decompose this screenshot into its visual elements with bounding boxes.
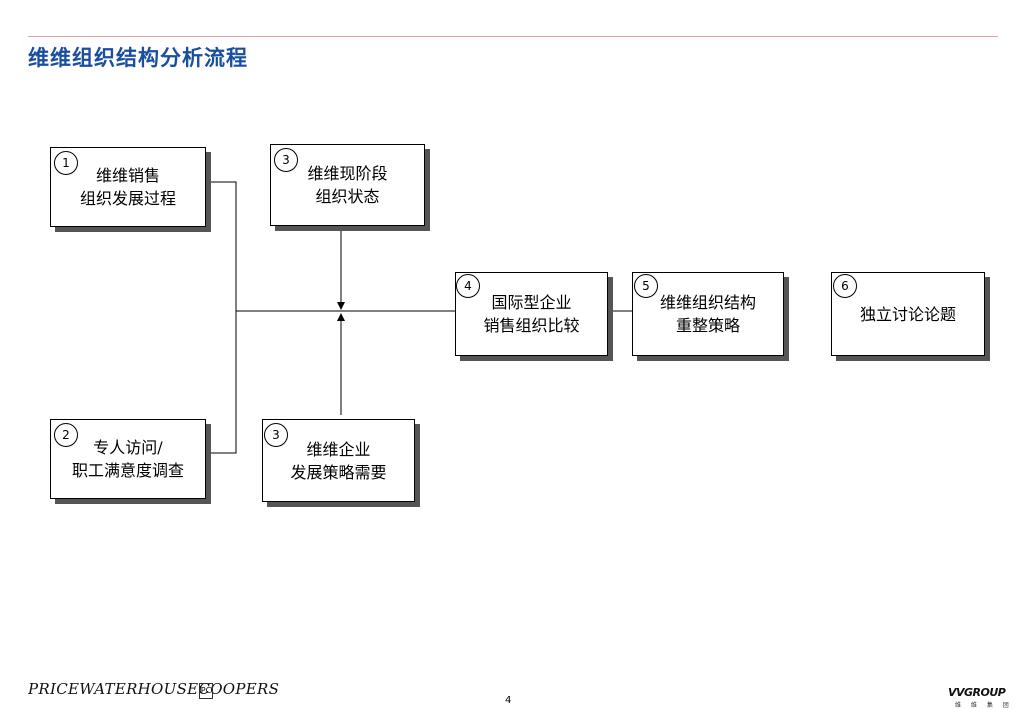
pwc-logo: PRICEWATERHOUSECOOPERS [28, 680, 280, 698]
step-number-3a: 3 [274, 148, 298, 172]
step-5-line1: 维维组织结构 [659, 293, 756, 312]
step-1-line2: 组织发展过程 [79, 189, 176, 208]
step-number-6: 6 [833, 274, 857, 298]
step-3a-line2: 组织状态 [315, 187, 380, 206]
step-2-line2: 职工满意度调查 [71, 461, 184, 480]
header-rule [28, 36, 998, 37]
vvgroup-logo-sub: 维 维 集 团 [955, 702, 1013, 709]
step-5-line2: 重整策略 [675, 316, 740, 335]
vvgroup-logo: VVGROUP [948, 686, 1006, 699]
step-number-1: 1 [54, 151, 78, 175]
step-3b-line1: 维维企业 [306, 439, 371, 459]
step-3b-line2: 发展策略需要 [290, 462, 387, 482]
step-6-line1: 独立讨论论题 [859, 304, 956, 324]
step-number-5: 5 [634, 274, 658, 298]
step-box-4: 国际型企业 销售组织比较 [455, 272, 608, 356]
step-box-3-status: 维维现阶段 组织状态 [270, 144, 425, 226]
step-4-line2: 销售组织比较 [483, 316, 580, 335]
page-title: 维维组织结构分析流程 [28, 46, 248, 70]
step-number-2: 2 [54, 423, 78, 447]
step-3a-line1: 维维现阶段 [307, 164, 388, 183]
page-number: 4 [505, 695, 512, 706]
step-2-line1: 专人访问/ [93, 438, 163, 457]
step-number-4: 4 [456, 274, 480, 298]
step-1-line1: 维维销售 [95, 166, 160, 185]
step-4-line1: 国际型企业 [491, 293, 572, 312]
bracket-1-2 [205, 181, 237, 454]
step-number-3b: 3 [264, 423, 288, 447]
pwc-mark-icon: PC [199, 683, 213, 699]
